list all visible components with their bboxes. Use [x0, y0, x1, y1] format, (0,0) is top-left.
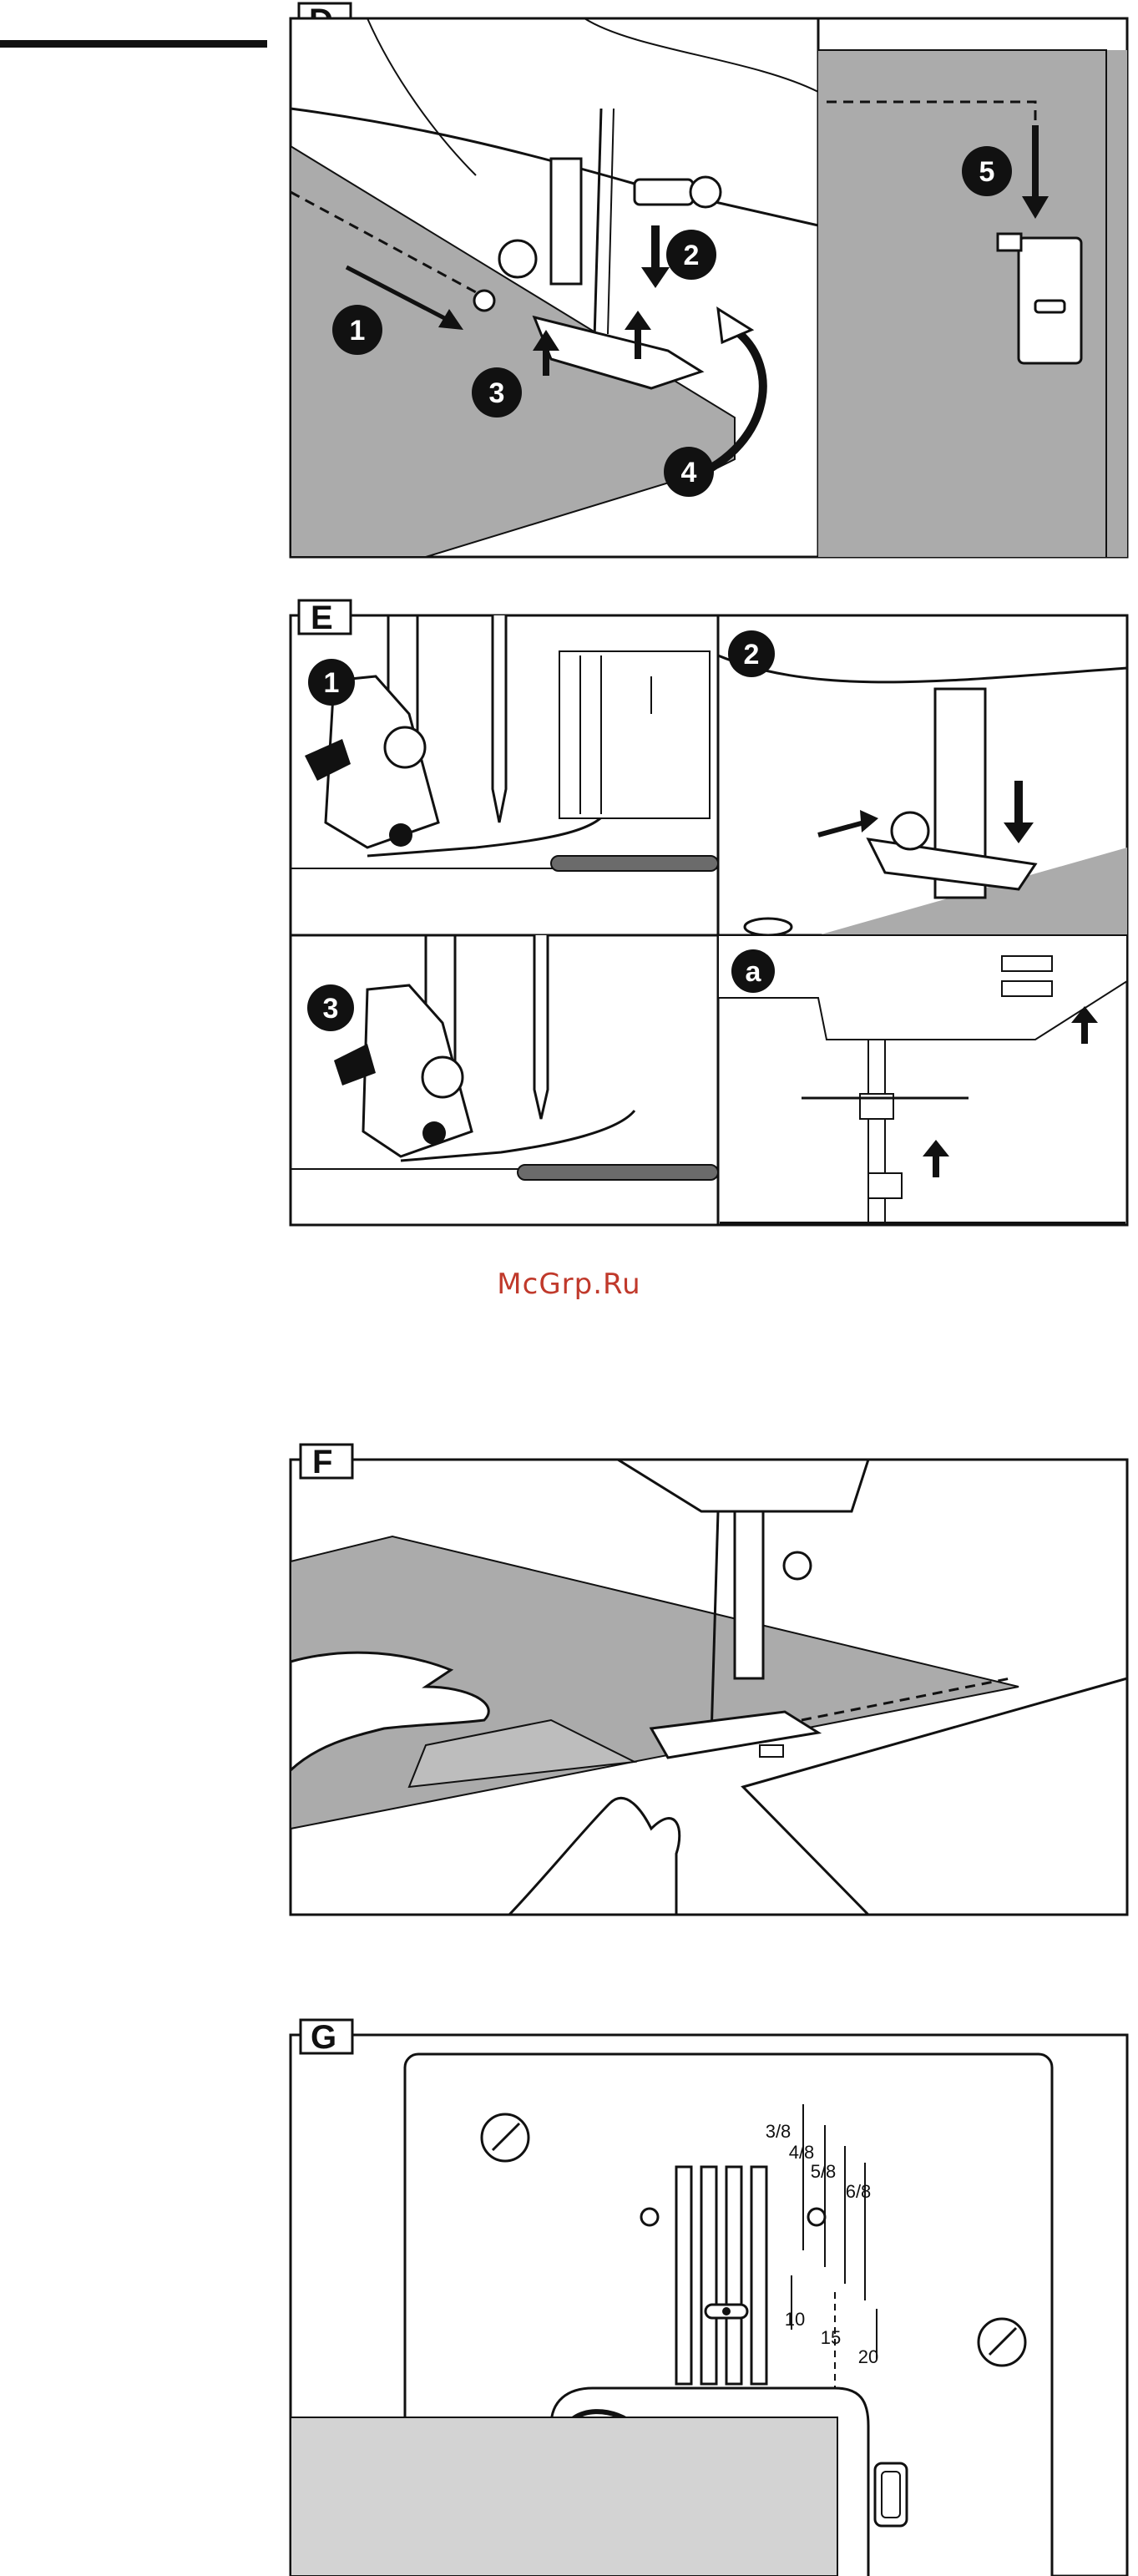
- sub-label-badge: a: [731, 949, 775, 993]
- svg-text:1: 1: [350, 315, 366, 347]
- step-badge: 3: [472, 367, 522, 418]
- panel-e: E 1 2 3: [284, 589, 1138, 1232]
- panel-g-fabric: [291, 2417, 837, 2576]
- panel-f-label: F: [312, 1444, 332, 1480]
- panel-f: F: [284, 1436, 1138, 1921]
- watermark-text: McGrp.Ru: [0, 1268, 1138, 1301]
- step-badge: 3: [307, 984, 354, 1031]
- svg-text:5: 5: [979, 156, 995, 188]
- panel-d: D 1 2 3 4 5: [284, 0, 1138, 568]
- svg-text:2: 2: [684, 240, 700, 271]
- step-badge: 4: [664, 447, 714, 497]
- svg-text:4: 4: [681, 457, 697, 488]
- step-badge: 5: [962, 146, 1012, 196]
- screw-icon: [979, 2319, 1025, 2366]
- inch-mark: 6/8: [846, 2181, 872, 2202]
- step-badge: 1: [308, 659, 355, 706]
- mm-mark: 10: [785, 2309, 805, 2330]
- panel-d-presser-bar: [551, 159, 581, 284]
- mm-mark: 15: [821, 2327, 841, 2348]
- panel-g-label: G: [311, 2019, 336, 2056]
- inch-mark: 3/8: [766, 2121, 792, 2142]
- step-badge: 2: [666, 230, 716, 280]
- mm-mark: 20: [858, 2346, 878, 2367]
- svg-text:2: 2: [744, 639, 760, 671]
- screw-icon: [482, 2114, 529, 2161]
- svg-text:a: a: [746, 956, 762, 988]
- panel-e-label: E: [311, 600, 333, 636]
- step-badge: 2: [728, 630, 775, 677]
- side-rule: [0, 40, 267, 48]
- svg-text:3: 3: [323, 993, 339, 1025]
- svg-text:3: 3: [489, 377, 505, 409]
- inch-mark: 4/8: [789, 2142, 815, 2163]
- svg-text:1: 1: [324, 667, 340, 699]
- step-badge: 1: [332, 305, 382, 355]
- inch-mark: 5/8: [811, 2161, 837, 2182]
- panel-g: G 3/8 4/8 5/8 6/8 10 15 20: [284, 2008, 1138, 2576]
